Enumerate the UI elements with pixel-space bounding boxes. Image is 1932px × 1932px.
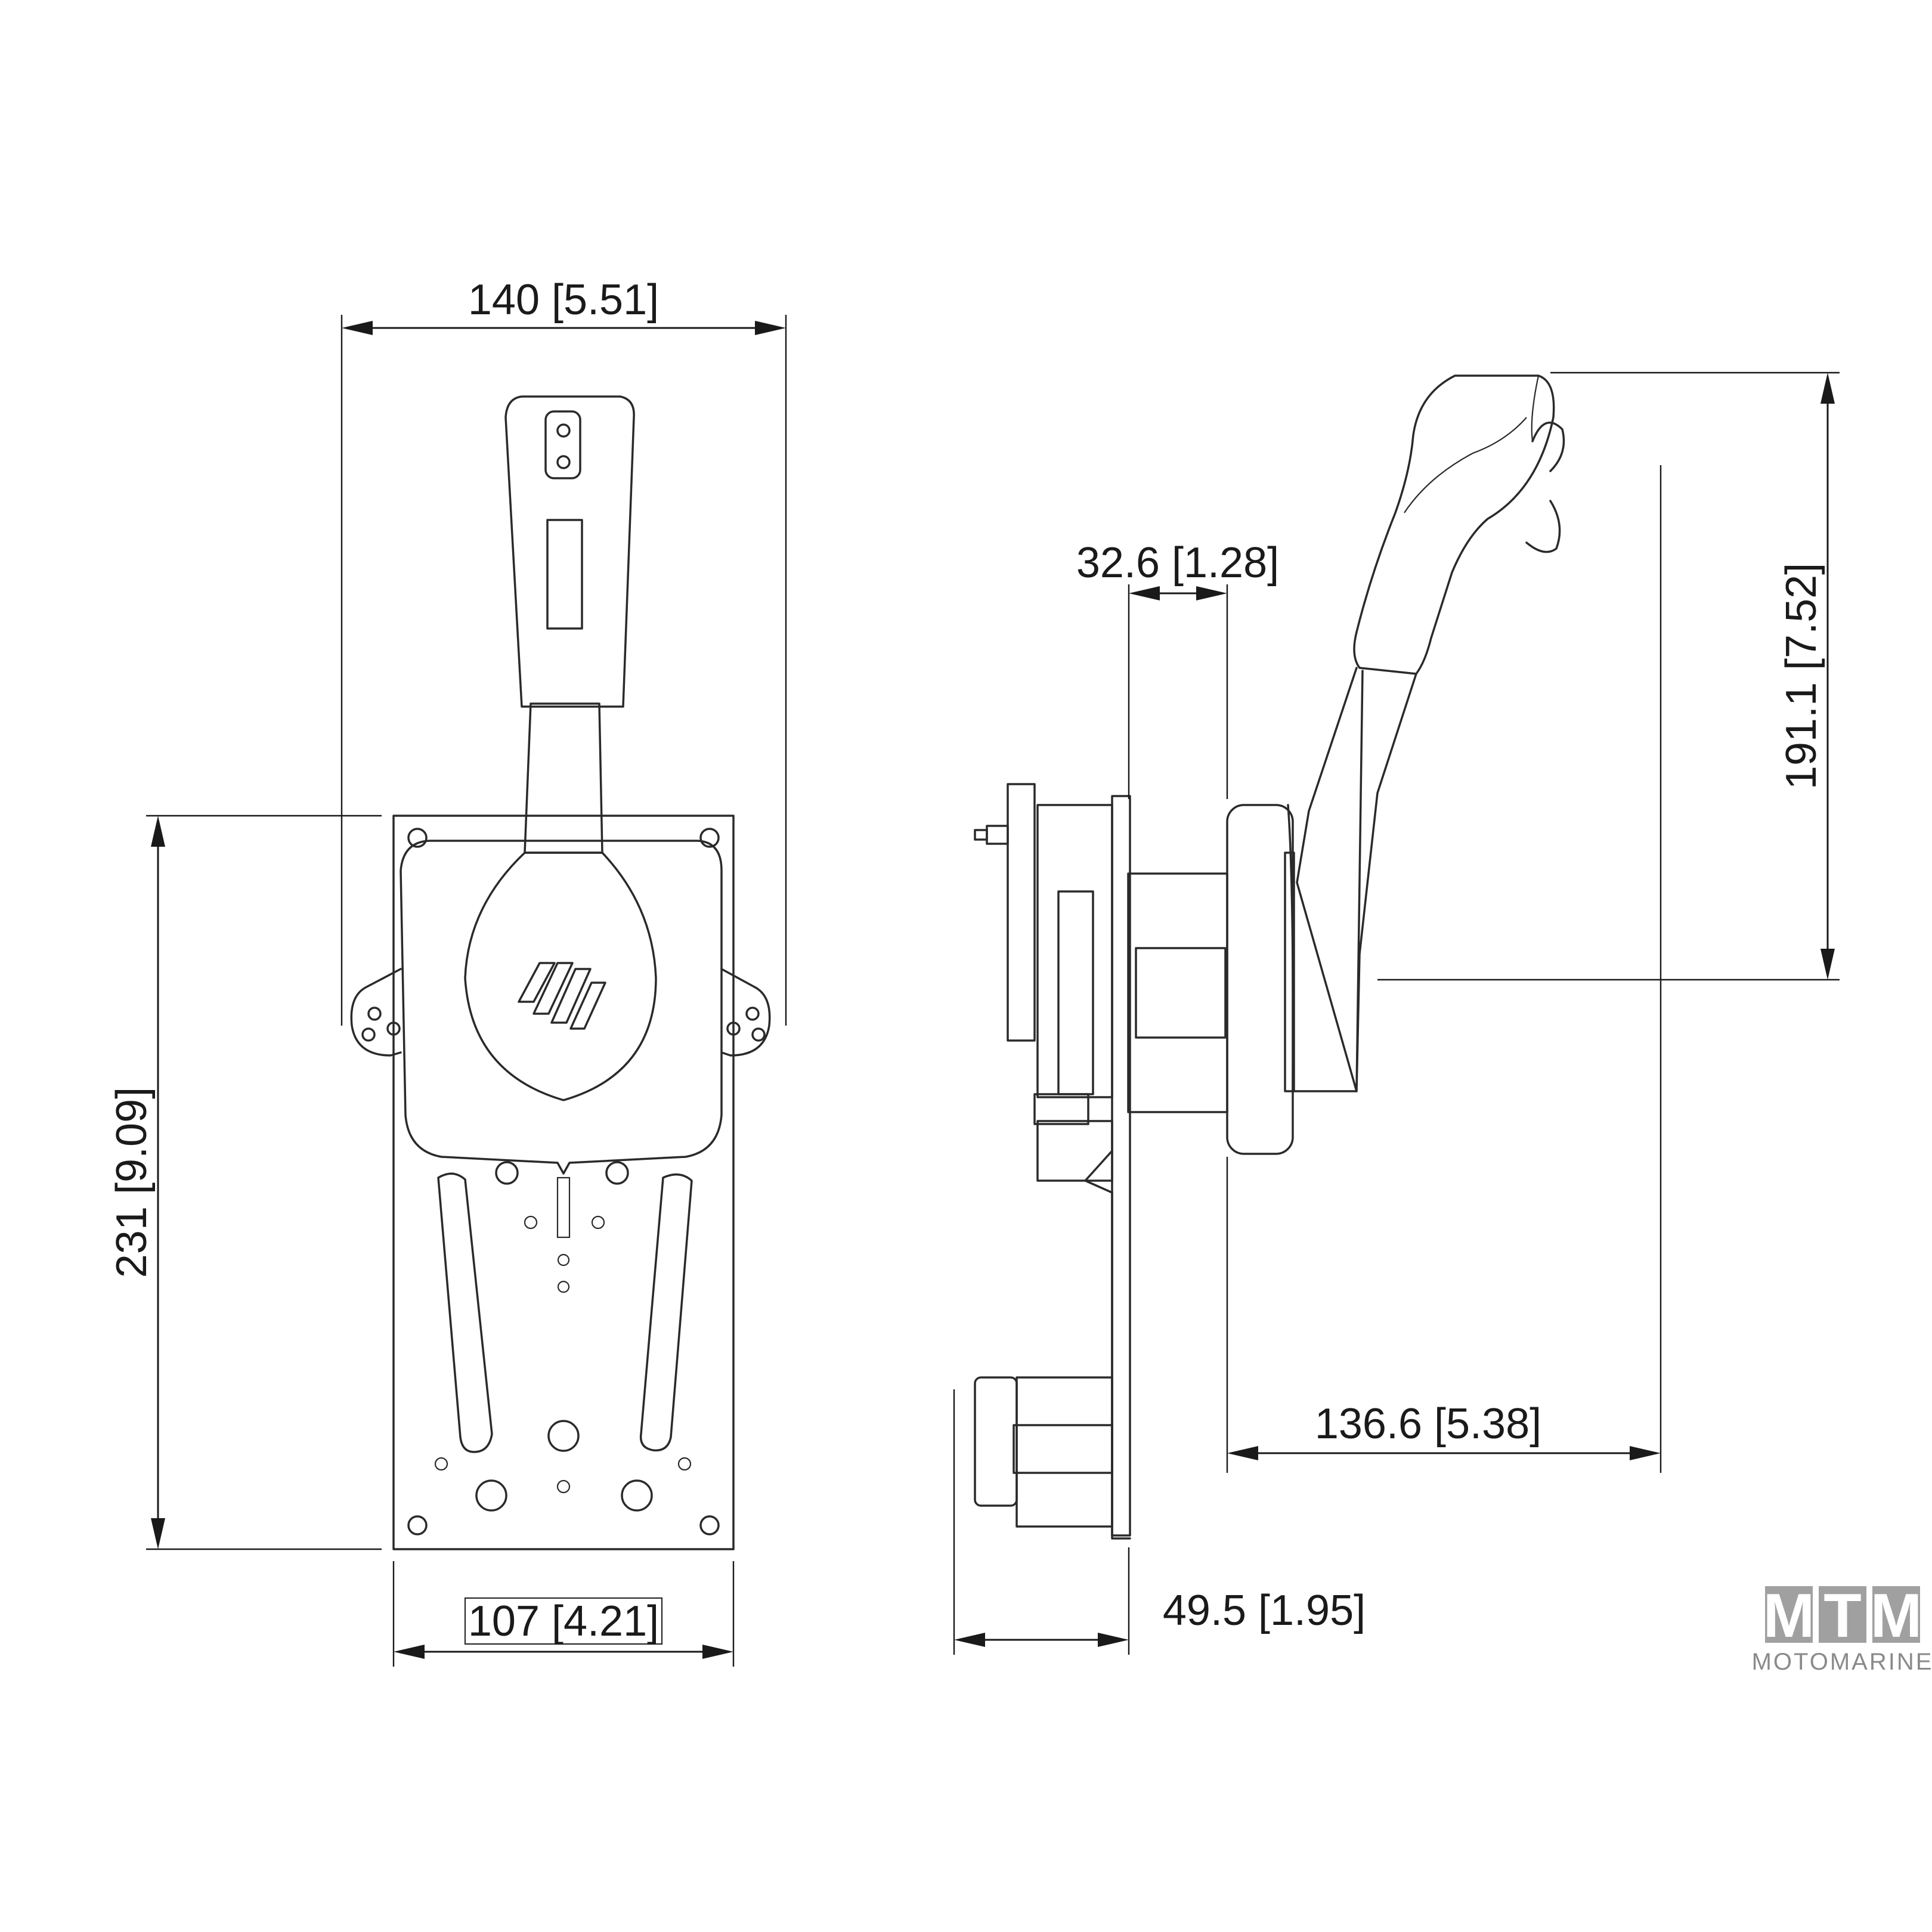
gear-assembly xyxy=(1036,804,1113,1098)
side-offset-label: 49.5 [1.95] xyxy=(1163,1587,1366,1634)
mount-hole xyxy=(699,828,720,848)
front-width-label: 140 [5.51] xyxy=(468,276,659,324)
logo-letter: M xyxy=(1871,1581,1922,1651)
cable-bracket xyxy=(1084,1150,1131,1540)
hub-flange xyxy=(1226,804,1294,1155)
screw xyxy=(495,1161,519,1185)
side-depth-label: 32.6 [1.28] xyxy=(1076,539,1279,587)
screw xyxy=(605,1161,629,1185)
base-width-dimension: 107 [4.21] xyxy=(392,1561,735,1667)
front-view xyxy=(350,395,771,1550)
side-view xyxy=(974,374,1565,1540)
logo-tile xyxy=(1872,1586,1920,1643)
lever-hub xyxy=(464,852,657,1101)
body-cylinder xyxy=(1127,872,1228,1113)
lever-shaft xyxy=(524,702,603,854)
left-ear xyxy=(350,968,402,1057)
logo-subtitle: MOTOMARINE xyxy=(1752,1649,1932,1675)
handle-slot xyxy=(546,519,583,630)
logo-letter: T xyxy=(1823,1581,1862,1651)
back-cover xyxy=(1007,783,1036,1042)
right-slot xyxy=(639,1173,693,1452)
mount-hole xyxy=(407,828,428,848)
side-height-dimension: 191.1 [7.52] xyxy=(1377,371,1840,981)
side-lever-arm xyxy=(1296,667,1417,1092)
front-width-dimension: 140 [5.51] xyxy=(340,276,787,1026)
side-offset-dimension: 49.5 [1.95] xyxy=(953,1389,1366,1655)
side-reach-dimension: 136.6 [5.38] xyxy=(1226,465,1662,1473)
side-height-label: 191.1 [7.52] xyxy=(1778,563,1825,789)
side-reach-label: 136.6 [5.38] xyxy=(1315,1400,1541,1448)
base-width-label: 107 [4.21] xyxy=(468,1597,659,1645)
logo-letter: M xyxy=(1763,1581,1815,1651)
front-height-label: 231 [9.09] xyxy=(108,1087,156,1278)
control-housing xyxy=(400,840,723,1175)
right-ear xyxy=(720,968,771,1057)
mount-hole xyxy=(407,1515,428,1535)
cable-clamp xyxy=(1015,1376,1113,1528)
side-handle xyxy=(1353,374,1555,675)
motomarine-logo: M T M MOTOMARINE xyxy=(1752,1581,1932,1675)
brand-icon xyxy=(518,962,606,1030)
base-plate xyxy=(392,815,735,1550)
left-slot xyxy=(437,1172,493,1453)
logo-tile xyxy=(1765,1586,1813,1643)
front-height-dimension: 231 [9.09] xyxy=(108,815,382,1550)
logo-tile xyxy=(1819,1586,1866,1643)
handle-button xyxy=(544,410,581,479)
lever-handle xyxy=(504,395,635,708)
mount-hole xyxy=(699,1515,720,1535)
side-depth-dimension: 32.6 [1.28] xyxy=(1076,539,1279,799)
